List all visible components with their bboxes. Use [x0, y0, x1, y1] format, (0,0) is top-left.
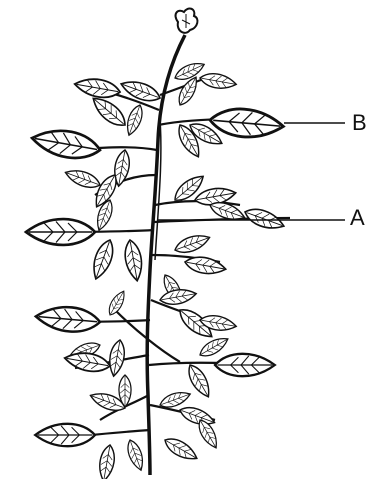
leaves [26, 59, 287, 479]
label-b: B [352, 112, 367, 134]
flower-bud [176, 9, 198, 33]
label-a: A [350, 207, 365, 229]
